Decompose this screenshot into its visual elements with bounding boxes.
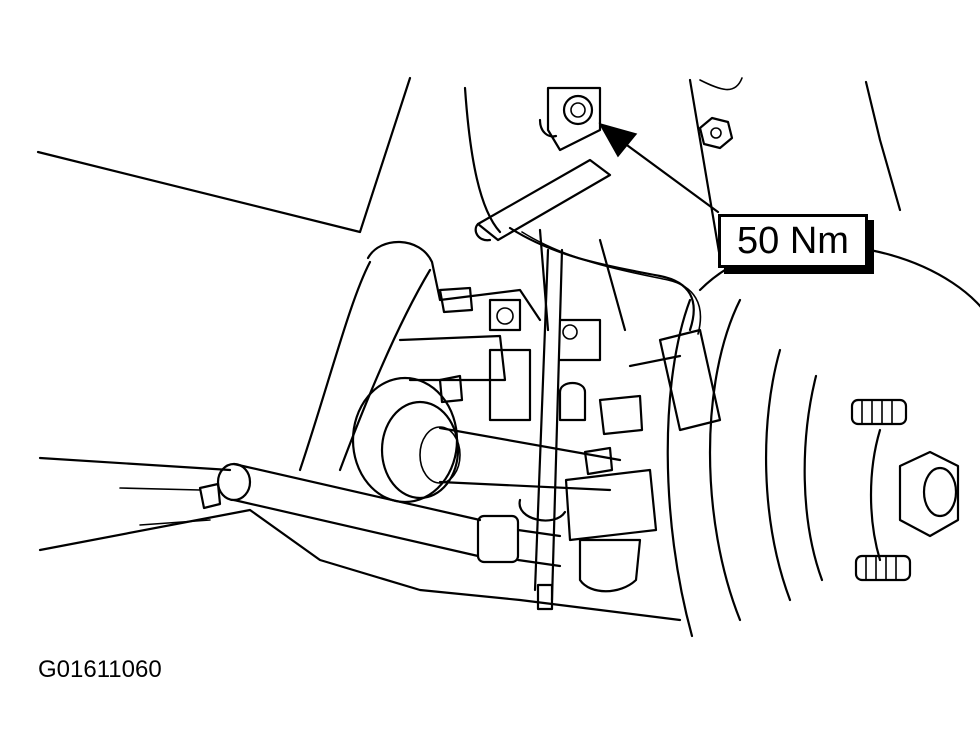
arrow-head-icon bbox=[598, 122, 638, 158]
tie-rod bbox=[198, 462, 562, 568]
figure-id: G01611060 bbox=[38, 656, 162, 683]
torque-leader bbox=[598, 122, 720, 214]
stabilizer-link bbox=[518, 248, 567, 611]
stabilizer-bracket bbox=[538, 86, 602, 152]
frame-outline bbox=[36, 76, 682, 622]
upper-control-arm bbox=[298, 240, 602, 472]
wheel-studs bbox=[850, 398, 912, 582]
stabilizer-bar bbox=[474, 158, 612, 242]
hub-nut bbox=[898, 450, 960, 538]
brake-rotor bbox=[628, 243, 980, 638]
upper-nut bbox=[698, 116, 734, 150]
wheel-well bbox=[463, 77, 902, 332]
tie-rod-end bbox=[558, 381, 658, 593]
torque-callout: 50 Nm bbox=[718, 214, 868, 268]
brake-hose bbox=[508, 226, 702, 335]
